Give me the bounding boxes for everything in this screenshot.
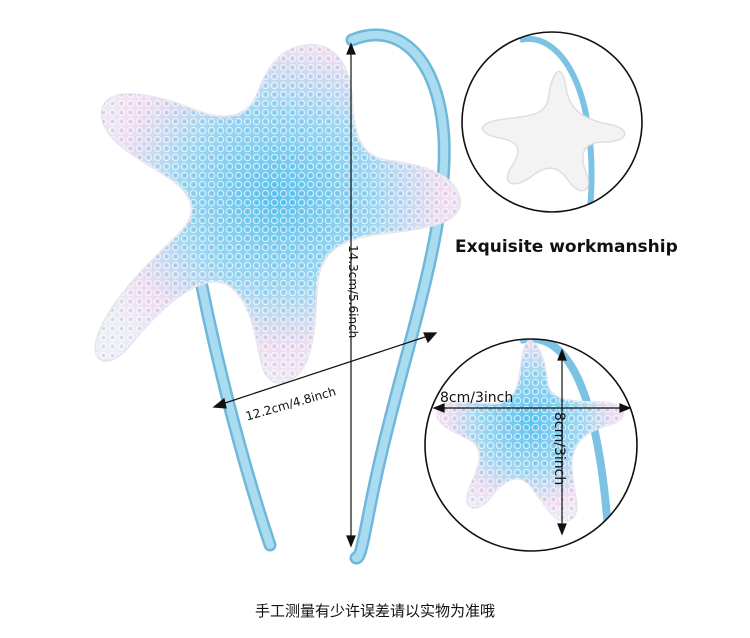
height-label: 14.3cm/5.6inch bbox=[346, 245, 360, 339]
detail-circle-back bbox=[461, 31, 643, 213]
width-dimension-arrow bbox=[212, 332, 438, 409]
starfish-large bbox=[94, 43, 462, 384]
headband bbox=[188, 28, 451, 565]
small-height-label: 8cm/3inch bbox=[551, 412, 567, 486]
measurement-note: 手工测量有少许误差请以实物为准哦 bbox=[254, 602, 495, 620]
detail-circle-front bbox=[424, 338, 638, 552]
small-width-label: 8cm/3inch bbox=[440, 390, 514, 406]
height-dimension-arrow bbox=[346, 42, 356, 548]
workmanship-caption: Exquisite workmanship bbox=[455, 237, 678, 257]
